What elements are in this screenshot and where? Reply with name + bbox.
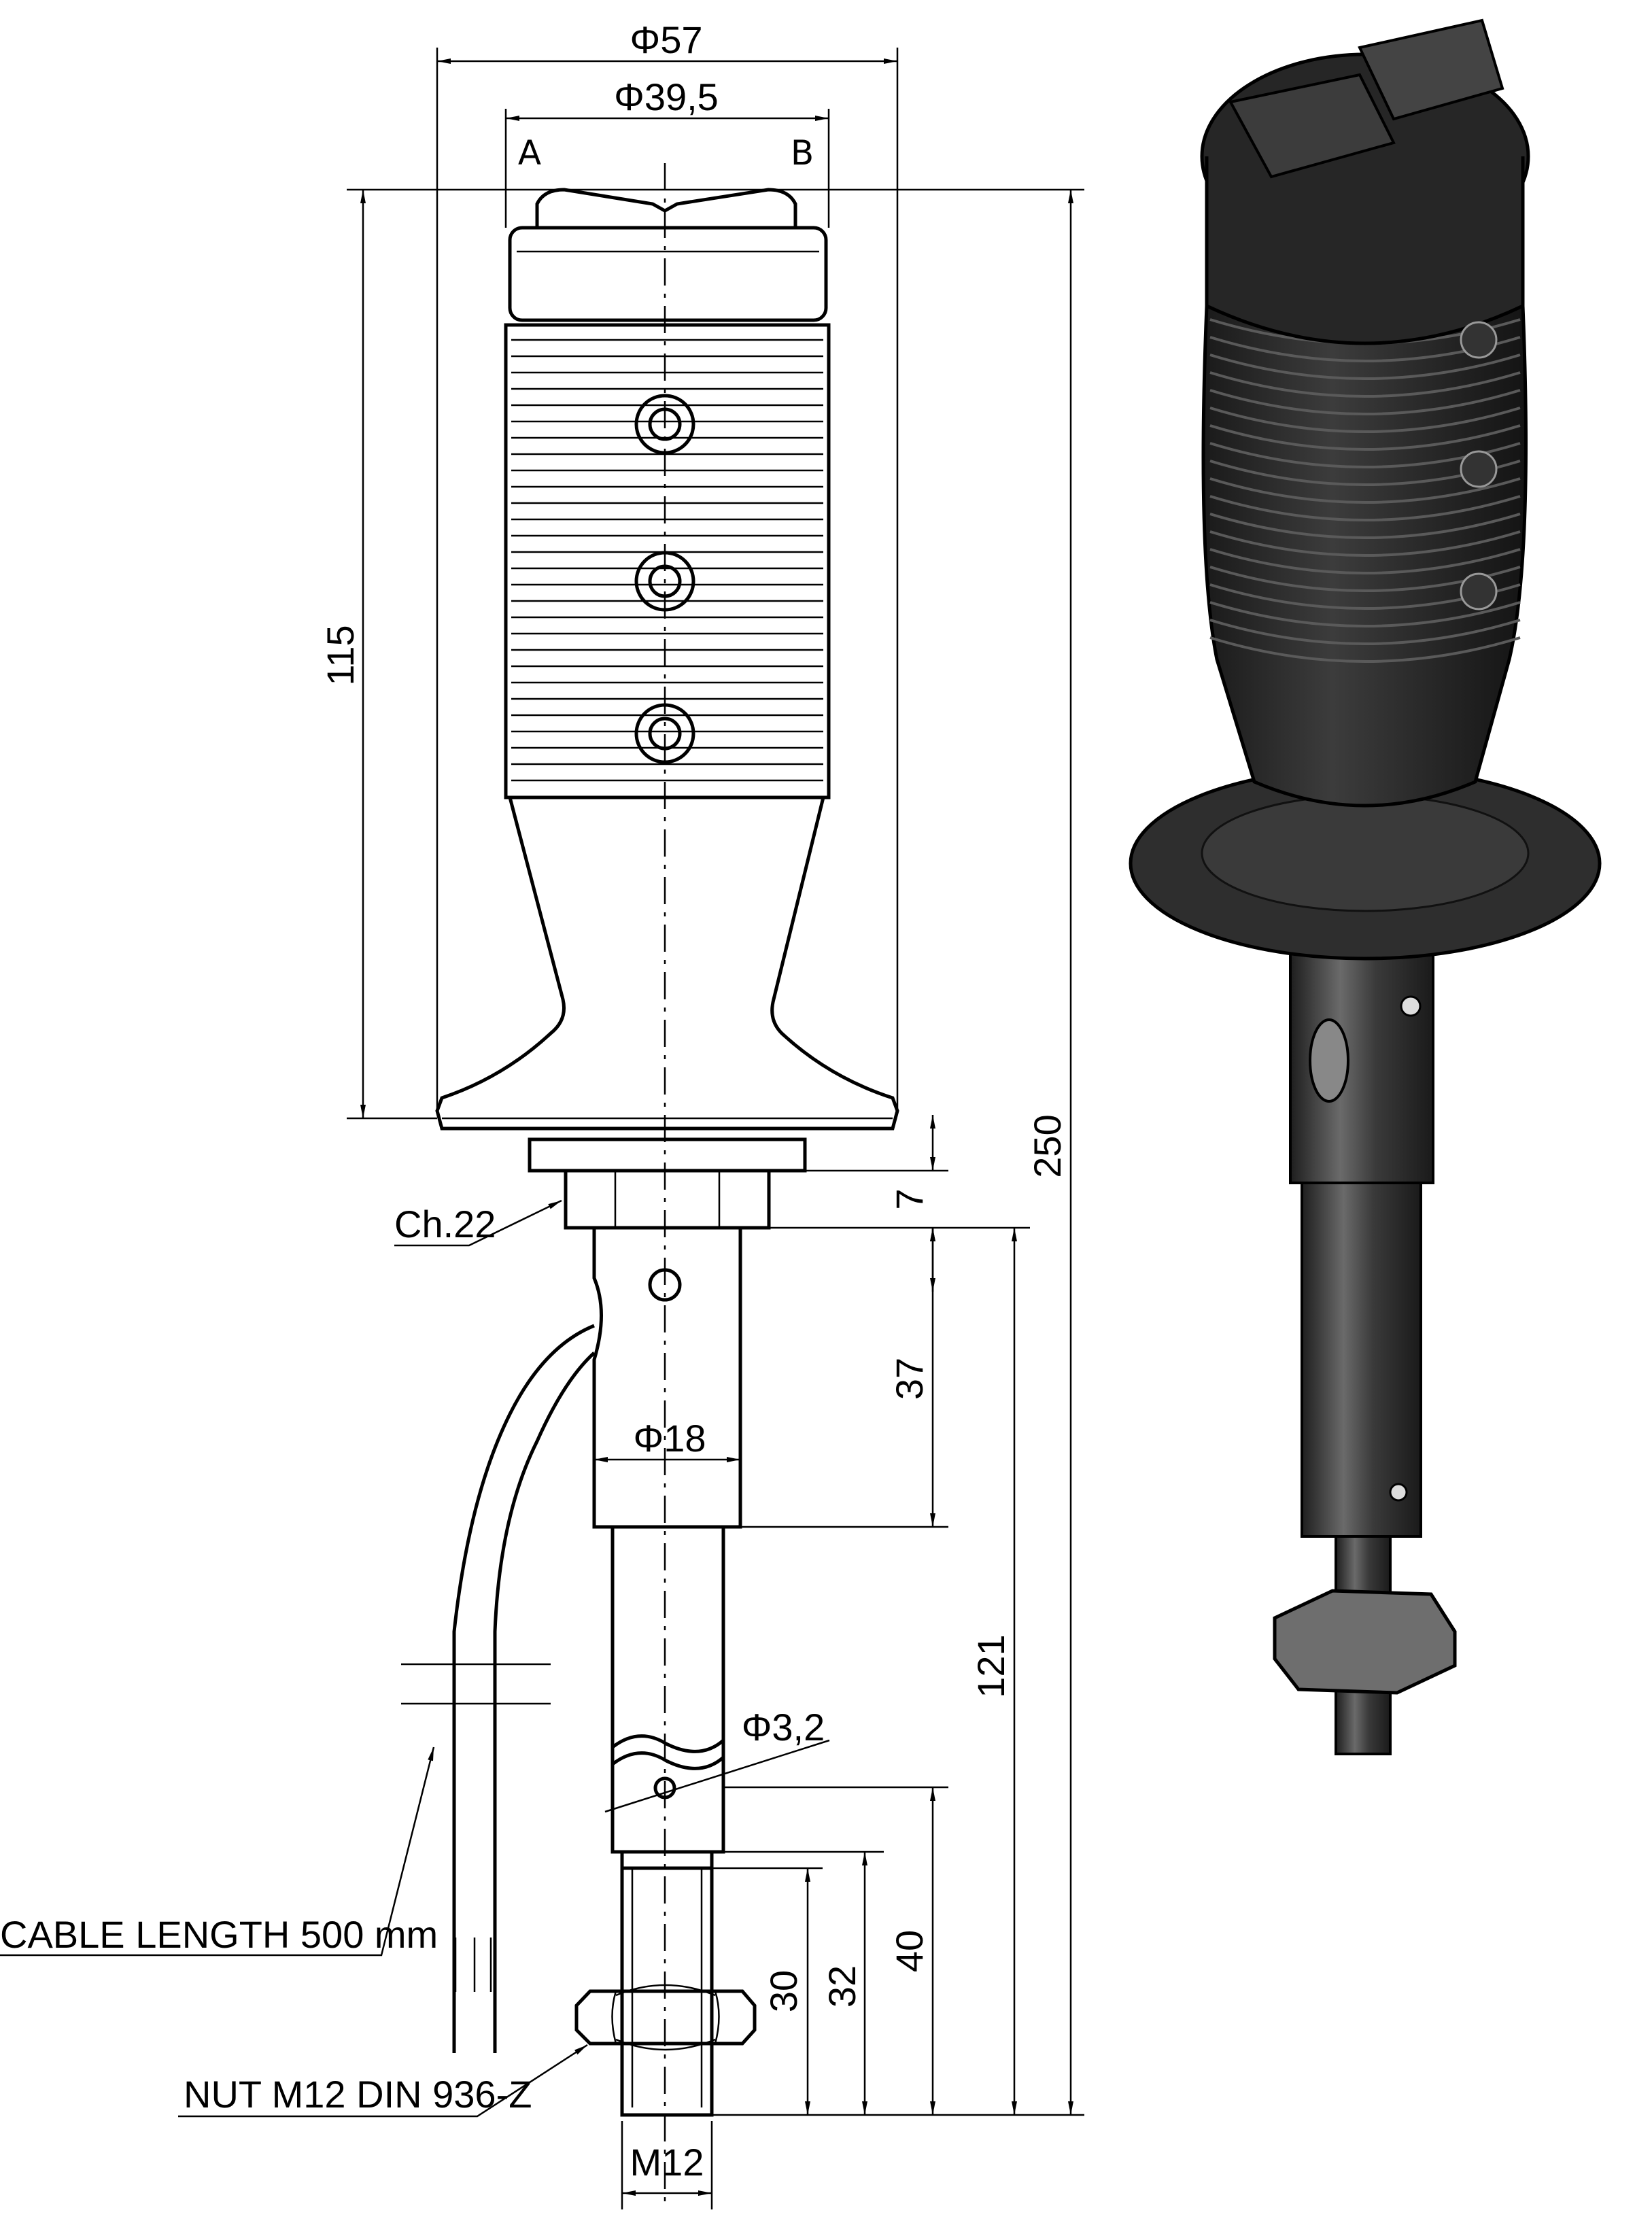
dim-dia-39-5: Φ39,5 bbox=[614, 75, 719, 118]
dim-dia-57: Φ57 bbox=[630, 18, 703, 61]
cross-hole-lower bbox=[653, 1776, 676, 1800]
callout-cable-length: CABLE LENGTH 500 mm bbox=[0, 1913, 438, 1956]
break-mark bbox=[610, 1734, 725, 1770]
render-rib bbox=[1209, 619, 1521, 645]
cone-flange bbox=[435, 797, 899, 1131]
render-rib bbox=[1209, 530, 1521, 557]
render-rib bbox=[1209, 601, 1521, 627]
dim-37: 37 bbox=[888, 1358, 931, 1400]
dim-250: 250 bbox=[1026, 1114, 1069, 1177]
render-rib bbox=[1209, 389, 1521, 415]
render-rib bbox=[1209, 636, 1521, 663]
ribbed-grip bbox=[504, 323, 831, 799]
callout-nut: NUT M12 DIN 936-Z bbox=[184, 2073, 532, 2116]
dim-7: 7 bbox=[888, 1188, 931, 1209]
dim-30: 30 bbox=[762, 1970, 805, 2012]
side-view bbox=[401, 163, 899, 2209]
dim-40: 40 bbox=[888, 1930, 931, 1972]
label-side-b: B bbox=[791, 133, 814, 173]
render-rib bbox=[1209, 495, 1521, 521]
label-side-a: A bbox=[518, 133, 541, 173]
render-rib bbox=[1209, 407, 1521, 433]
thread-m12 bbox=[620, 1850, 714, 2117]
led-indicator-1 bbox=[634, 394, 695, 455]
dim-115: 115 bbox=[319, 625, 362, 685]
render-rib bbox=[1209, 371, 1521, 398]
nut bbox=[574, 1989, 757, 2046]
head-buttons bbox=[535, 188, 797, 228]
render-rib bbox=[1209, 548, 1521, 574]
render-rib bbox=[1209, 477, 1521, 504]
head-cap bbox=[508, 226, 828, 322]
dim-m12: M12 bbox=[630, 2141, 704, 2184]
lower-tube bbox=[610, 1527, 725, 1854]
dim-32: 32 bbox=[821, 1965, 863, 2008]
callout-ch22: Ch.22 bbox=[394, 1203, 496, 1245]
dimensions: Φ57 Φ39,5 A B 115 250 7 37 121 40 32 30 … bbox=[319, 18, 1084, 2209]
dim-121: 121 bbox=[969, 1634, 1012, 1698]
cable bbox=[401, 1324, 596, 2053]
dim-dia-3-2: Φ3,2 bbox=[742, 1706, 825, 1749]
render-rib bbox=[1209, 424, 1521, 451]
led-indicator-3 bbox=[634, 703, 695, 764]
tube-18 bbox=[592, 1226, 742, 1529]
hex-ch22 bbox=[564, 1169, 771, 1230]
render-rib bbox=[1209, 513, 1521, 539]
render-rib bbox=[1209, 354, 1521, 380]
dim-dia-18: Φ18 bbox=[634, 1417, 706, 1460]
base-step bbox=[528, 1137, 807, 1173]
led-indicator-2 bbox=[634, 551, 695, 612]
cross-hole-upper bbox=[648, 1268, 682, 1302]
callouts: Ch.22 CABLE LENGTH 500 mm NUT M12 DIN 93… bbox=[0, 1199, 588, 2118]
product-render bbox=[1129, 18, 1602, 1755]
